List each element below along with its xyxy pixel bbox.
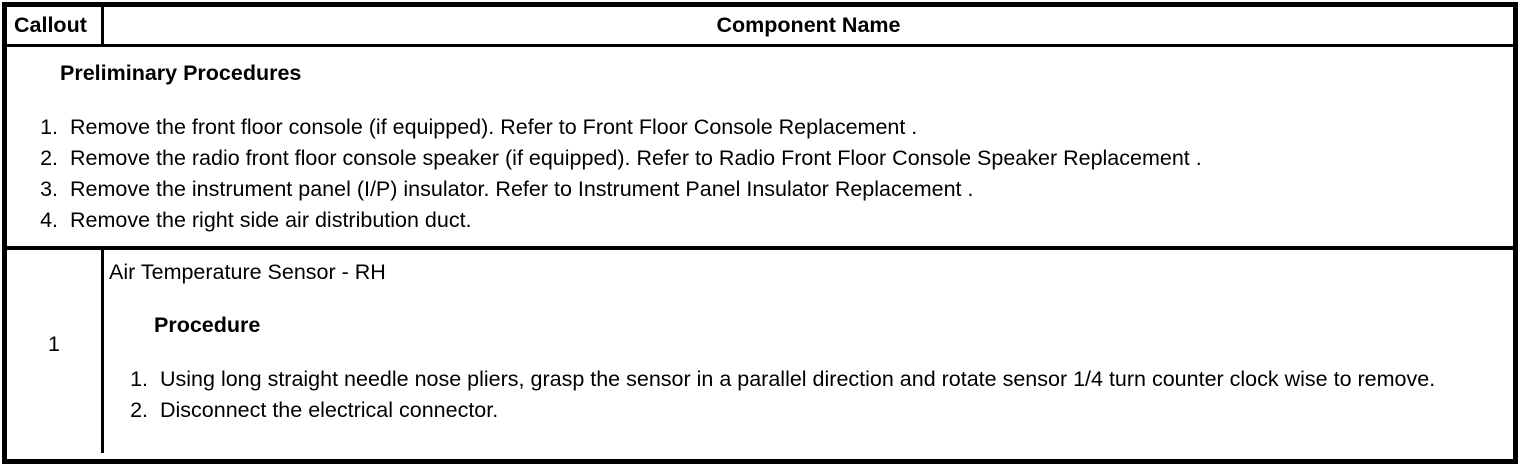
procedure-steps-list: Using long straight needle nose pliers, … xyxy=(109,364,1473,426)
preliminary-steps-list: Remove the front floor console (if equip… xyxy=(7,112,1513,236)
table-header-row: Callout Component Name xyxy=(7,7,1513,47)
component-name-column-header: Component Name xyxy=(716,13,901,37)
component-name: Air Temperature Sensor - RH xyxy=(109,260,386,284)
procedure-heading: Procedure xyxy=(154,313,261,337)
callout-number-cell: 1 xyxy=(7,250,104,453)
callout-column-header: Callout xyxy=(7,7,104,44)
list-item: Disconnect the electrical connector. xyxy=(154,395,1473,426)
list-item: Remove the right side air distribution d… xyxy=(64,205,1513,236)
preliminary-procedures-row: Preliminary Procedures Remove the front … xyxy=(7,47,1513,250)
list-item: Remove the front floor console (if equip… xyxy=(64,112,1513,143)
preliminary-procedures-heading: Preliminary Procedures xyxy=(60,61,302,85)
component-name-cell: Air Temperature Sensor - RH Procedure Us… xyxy=(104,250,1513,453)
component-row: 1 Air Temperature Sensor - RH Procedure … xyxy=(7,250,1513,453)
list-item: Remove the radio front floor console spe… xyxy=(64,143,1513,174)
list-item: Remove the instrument panel (I/P) insula… xyxy=(64,174,1513,205)
list-item: Using long straight needle nose pliers, … xyxy=(154,364,1473,395)
